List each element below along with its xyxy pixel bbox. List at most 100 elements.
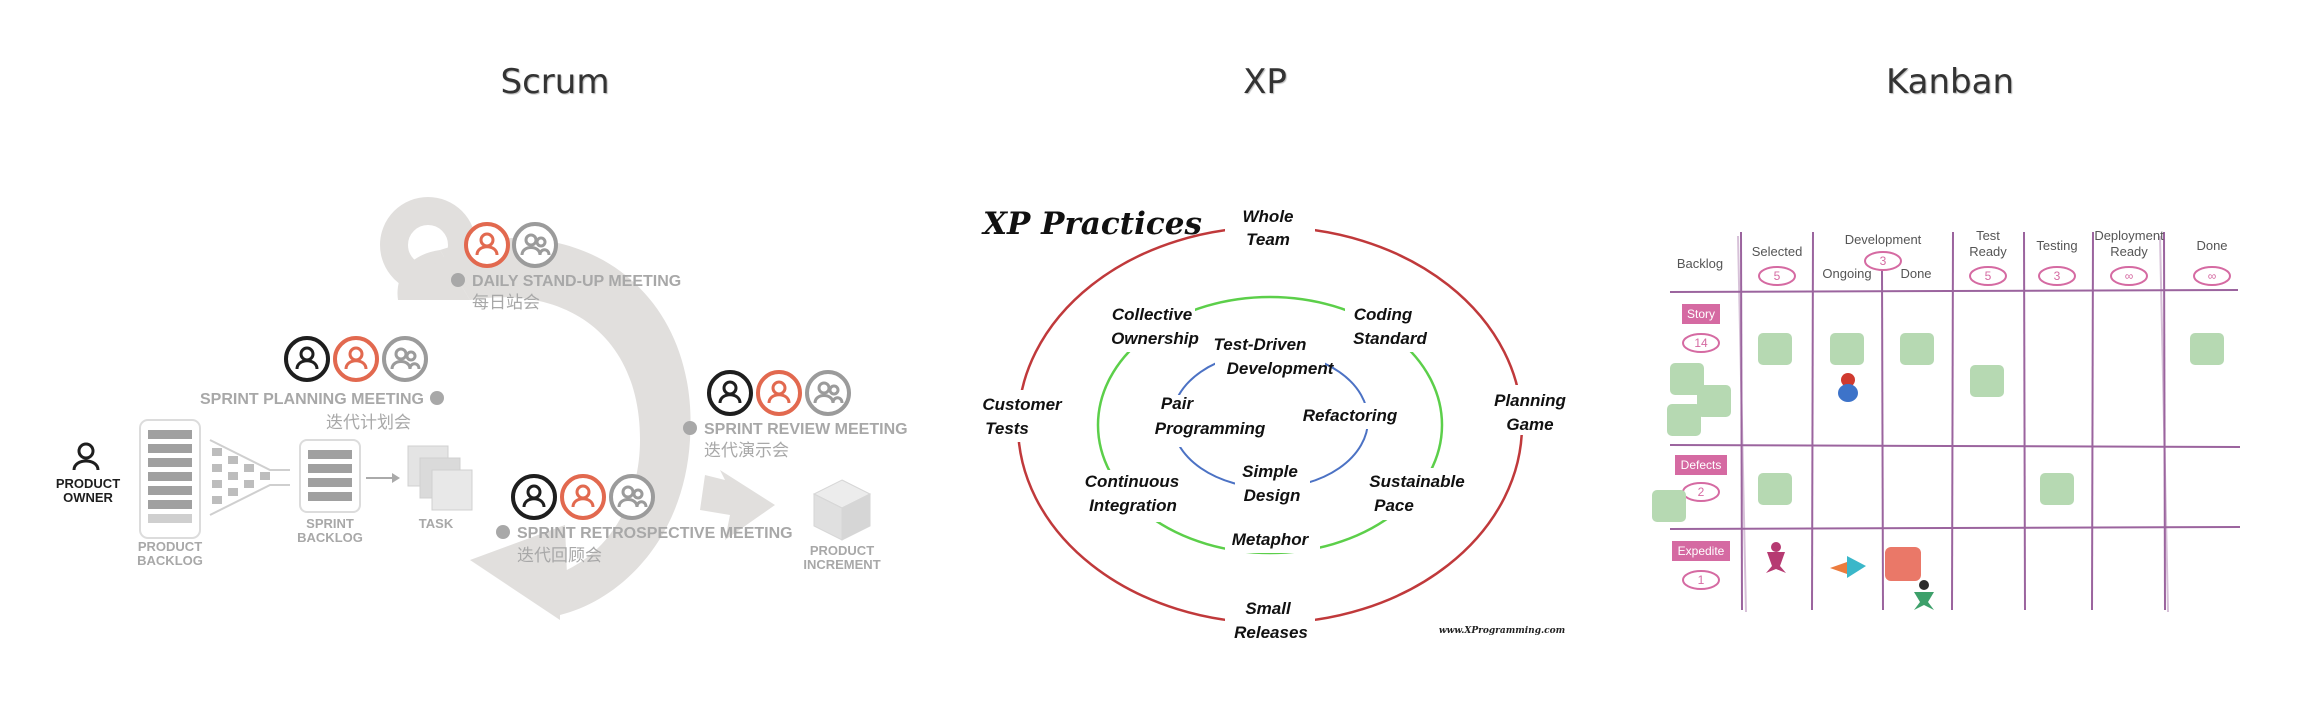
- xp-metaphor: Metaphor: [1232, 530, 1310, 549]
- avatar-developer: [1838, 373, 1858, 402]
- xp-simple-design-2: Design: [1244, 486, 1301, 505]
- review-bullet: [683, 421, 697, 435]
- card: [2190, 333, 2224, 365]
- wip-test-ready-value: 5: [1985, 269, 1992, 283]
- wip-development-value: 3: [1880, 254, 1887, 268]
- card: [1758, 473, 1792, 505]
- card: [1830, 333, 1864, 365]
- xp-small-releases-1: Small: [1245, 599, 1292, 618]
- xp-coding-standard-2: Standard: [1353, 329, 1427, 348]
- sprint-backlog-label-1: SPRINT: [306, 516, 354, 531]
- planning-scrum-master-icon: [333, 336, 379, 382]
- col-test-ready-1: Test: [1976, 228, 2000, 243]
- product-backlog-label-1: PRODUCT: [138, 539, 202, 554]
- standup-label-zh: 每日站会: [472, 293, 540, 312]
- product-increment-label-2: INCREMENT: [803, 557, 880, 572]
- sprint-cycle-arrow: [380, 197, 775, 620]
- planning-bullet: [430, 391, 444, 405]
- card: [1670, 363, 1704, 395]
- svg-text:Defects: Defects: [1681, 458, 1722, 472]
- retro-label-zh: 迭代回顾会: [517, 546, 602, 565]
- retro-team-icon: [609, 474, 655, 520]
- wip-deployment-ready-value: ∞: [2125, 269, 2134, 283]
- sprint-backlog-icon: [299, 439, 361, 513]
- planning-product-owner-icon: [284, 336, 330, 382]
- xp-planning-game-1: Planning: [1494, 391, 1566, 410]
- wip-development: [1864, 251, 1902, 271]
- task-icon: [407, 445, 473, 511]
- funnel-icon: [209, 439, 290, 516]
- wip-deployment-ready: [2110, 266, 2148, 286]
- product-increment-label-1: PRODUCT: [810, 543, 874, 558]
- lane-expedite: Expedite 1: [1672, 541, 1730, 590]
- svg-text:Story: Story: [1687, 307, 1715, 321]
- standup-bullet: [451, 273, 465, 287]
- xp-simple-design-1: Simple: [1242, 462, 1298, 481]
- xp-tdd-1: Test-Driven: [1214, 335, 1307, 354]
- standup-scrum-master-icon: [464, 222, 510, 268]
- wip-test-ready: [1969, 266, 2007, 286]
- urgent-card: [1885, 547, 1921, 581]
- product-increment-icon: [812, 479, 872, 541]
- svg-text:1: 1: [1698, 573, 1705, 587]
- svg-text:2: 2: [1698, 485, 1705, 499]
- col-development: Development: [1845, 232, 1922, 247]
- kanban-title: Kanban: [1885, 62, 2015, 102]
- kanban-grid: [1669, 231, 2241, 613]
- xp-outer-ring: [1016, 225, 1524, 625]
- svg-text:14: 14: [1694, 336, 1708, 350]
- xp-coding-standard-1: Coding: [1354, 305, 1413, 324]
- review-product-owner-icon: [707, 370, 753, 416]
- review-label-en: SPRINT REVIEW MEETING: [704, 421, 908, 438]
- card: [1900, 333, 1934, 365]
- xp-title: XP: [1243, 62, 1287, 102]
- rocket-icon: [1830, 556, 1866, 578]
- xp-tdd-2: Development: [1227, 359, 1335, 378]
- xp-middle-ring: [1096, 295, 1444, 555]
- col-backlog: Backlog: [1677, 256, 1723, 271]
- col-dev-done: Done: [1900, 266, 1931, 281]
- task-label: TASK: [419, 516, 454, 531]
- col-final-done: Done: [2196, 238, 2227, 253]
- avatar-tester: [1914, 580, 1934, 610]
- xp-pair-programming-1: Pair: [1161, 394, 1195, 413]
- card: [1652, 490, 1686, 522]
- avatar-expedite-owner: [1766, 542, 1786, 573]
- xp-whole-team-2: Team: [1246, 230, 1290, 249]
- scrum-title: Scrum: [500, 62, 610, 102]
- col-deployment-ready-2: Ready: [2110, 244, 2148, 259]
- standup-team-icon: [512, 222, 558, 268]
- kanban-cards: [1652, 333, 2224, 522]
- card: [1667, 404, 1701, 436]
- retro-bullet: [496, 525, 510, 539]
- xp-customer-tests-2: Tests: [985, 419, 1029, 438]
- xp-customer-tests-1: Customer: [982, 395, 1063, 414]
- product-backlog-label-2: BACKLOG: [137, 553, 203, 568]
- xp-collective-ownership-1: Collective: [1112, 305, 1192, 324]
- xp-heading: XP Practices: [981, 206, 1202, 242]
- sprint-backlog-label-2: BACKLOG: [297, 530, 363, 545]
- xp-continuous-integration-1: Continuous: [1085, 472, 1179, 491]
- xp-pair-programming-2: Programming: [1155, 419, 1266, 438]
- standup-label-en: DAILY STAND-UP MEETING: [472, 273, 681, 290]
- xp-credit: www.XProgramming.com: [1439, 626, 1565, 636]
- retro-label-en: SPRINT RETROSPECTIVE MEETING: [517, 525, 793, 542]
- xp-continuous-integration-2: Integration: [1089, 496, 1177, 515]
- scrum-diagram: PRODUCT OWNER PRODUCT BACKLOG SPRINT BAC…: [56, 197, 908, 620]
- wip-testing: [2038, 266, 2076, 286]
- product-owner-label-2: OWNER: [63, 490, 113, 505]
- product-owner-icon: [72, 442, 100, 471]
- wip-selected: [1758, 266, 1796, 286]
- xp-refactoring: Refactoring: [1303, 406, 1398, 425]
- col-selected: Selected: [1752, 244, 1803, 259]
- xp-inner-ring: [1171, 351, 1369, 489]
- col-ongoing: Ongoing: [1822, 266, 1871, 281]
- xp-small-releases-2: Releases: [1234, 623, 1308, 642]
- wip-selected-value: 5: [1774, 269, 1781, 283]
- xp-sustainable-pace-2: Pace: [1374, 496, 1414, 515]
- card: [1758, 333, 1792, 365]
- product-owner-label-1: PRODUCT: [56, 476, 120, 491]
- planning-team-icon: [382, 336, 428, 382]
- planning-label-zh: 迭代计划会: [326, 413, 411, 432]
- xp-whole-team-1: Whole: [1243, 207, 1294, 226]
